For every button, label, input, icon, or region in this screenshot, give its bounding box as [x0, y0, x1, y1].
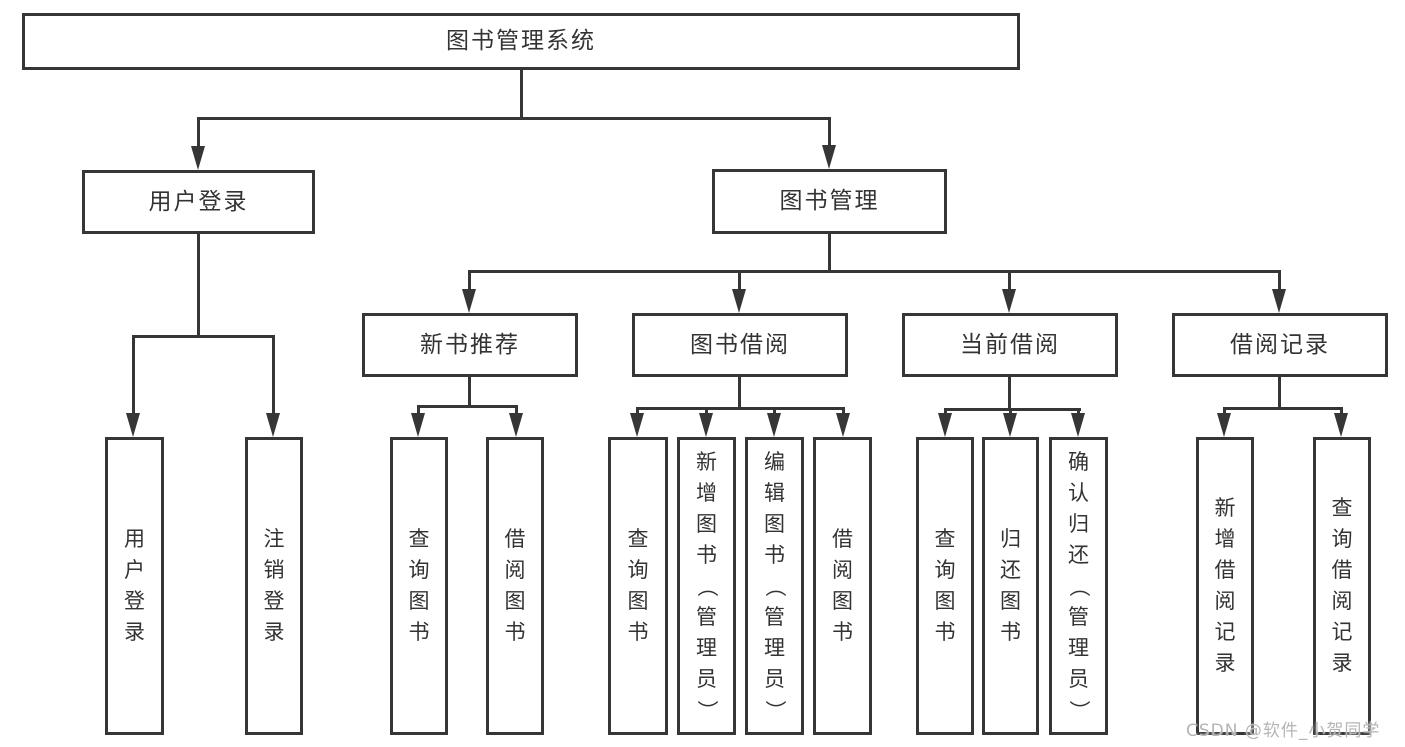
leaf-logout: 注销登录 [245, 437, 303, 735]
connector-drop-leaf [773, 407, 776, 417]
connector-drop-leaf [1223, 407, 1226, 417]
leaf-add-book-admin: 新增图书（管理员） [677, 437, 736, 735]
node-book-borrowing: 图书借阅 [632, 313, 848, 377]
node-user-login: 用户登录 [82, 170, 315, 234]
arrowhead-leaf-icon [1217, 413, 1231, 437]
connector-drop-new-book [468, 270, 471, 292]
arrowhead-user-login-icon [191, 146, 205, 170]
arrowhead-current-borrow-icon [1002, 289, 1016, 313]
csdn-watermark: CSDN @软件_小贺同学 [1186, 721, 1381, 741]
arrowhead-book-management-icon [822, 145, 836, 169]
connector-user-login-branch [132, 335, 275, 338]
connector-root-branch [197, 117, 831, 120]
leaf-borrow-books-recommend: 借阅图书 [486, 437, 544, 735]
connector-drop-leaf [1340, 407, 1343, 417]
leaf-query-books-current: 查询图书 [916, 437, 974, 735]
node-current-borrowing: 当前借阅 [902, 313, 1118, 377]
node-book-management: 图书管理 [712, 169, 947, 234]
connector-drop-book-management [828, 117, 831, 148]
arrowhead-leaf-icon [836, 413, 850, 437]
leaf-return-books: 归还图书 [982, 437, 1039, 735]
connector-new-book-stem [468, 377, 471, 408]
connector-drop-current-borrow [1008, 270, 1011, 292]
leaf-query-borrow-record: 查询借阅记录 [1313, 437, 1371, 735]
connector-drop-leaf [705, 407, 708, 417]
connector-drop-leaf [417, 405, 420, 417]
connector-drop-borrow-record [1278, 270, 1281, 292]
connector-drop-leaf [1009, 408, 1012, 417]
arrowhead-leaf-icon [1071, 413, 1085, 437]
node-borrowing-records: 借阅记录 [1172, 313, 1388, 377]
connector-root-stem [520, 70, 523, 118]
node-new-book-recommendation: 新书推荐 [362, 313, 578, 377]
connector-user-login-stem [197, 234, 200, 338]
connector-drop-leaf [842, 407, 845, 417]
connector-book-mgmt-branch [468, 270, 1281, 273]
node-root-library-management-system: 图书管理系统 [22, 13, 1020, 70]
connector-new-book-branch [417, 405, 518, 408]
leaf-confirm-return-admin: 确认归还（管理员） [1049, 437, 1108, 735]
leaf-borrow-books: 借阅图书 [813, 437, 872, 735]
connector-borrow-record-branch [1223, 407, 1343, 410]
connector-drop-leaf-logout [272, 335, 275, 415]
arrowhead-leaf-login-icon [126, 413, 140, 437]
connector-borrow-record-stem [1278, 377, 1281, 410]
leaf-query-books-recommend: 查询图书 [390, 437, 448, 735]
leaf-user-login: 用户登录 [105, 437, 164, 735]
connector-drop-leaf [1077, 408, 1080, 417]
arrowhead-leaf-icon [767, 413, 781, 437]
connector-drop-book-borrow [738, 270, 741, 292]
connector-book-borrow-branch [636, 407, 845, 410]
arrowhead-leaf-icon [1334, 413, 1348, 437]
connector-book-borrow-stem [738, 377, 741, 410]
arrowhead-leaf-icon [411, 413, 425, 437]
arrowhead-leaf-icon [509, 413, 523, 437]
connector-drop-leaf-login [132, 335, 135, 415]
arrowhead-leaf-icon [630, 413, 644, 437]
connector-drop-leaf [944, 408, 947, 417]
arrowhead-book-borrow-icon [732, 289, 746, 313]
connector-current-borrow-branch [944, 408, 1081, 411]
connector-drop-user-login [197, 117, 200, 149]
connector-drop-leaf [636, 407, 639, 417]
arrowhead-leaf-logout-icon [266, 413, 280, 437]
leaf-add-borrow-record: 新增借阅记录 [1196, 437, 1254, 735]
leaf-query-books-borrowing: 查询图书 [608, 437, 668, 735]
arrowhead-leaf-icon [699, 413, 713, 437]
arrowhead-new-book-icon [462, 289, 476, 313]
arrowhead-borrow-record-icon [1272, 289, 1286, 313]
connector-current-borrow-stem [1008, 377, 1011, 411]
arrowhead-leaf-icon [938, 413, 952, 437]
arrowhead-leaf-icon [1003, 413, 1017, 437]
connector-book-mgmt-stem [828, 234, 831, 273]
connector-drop-leaf [515, 405, 518, 417]
leaf-edit-book-admin: 编辑图书（管理员） [745, 437, 804, 735]
